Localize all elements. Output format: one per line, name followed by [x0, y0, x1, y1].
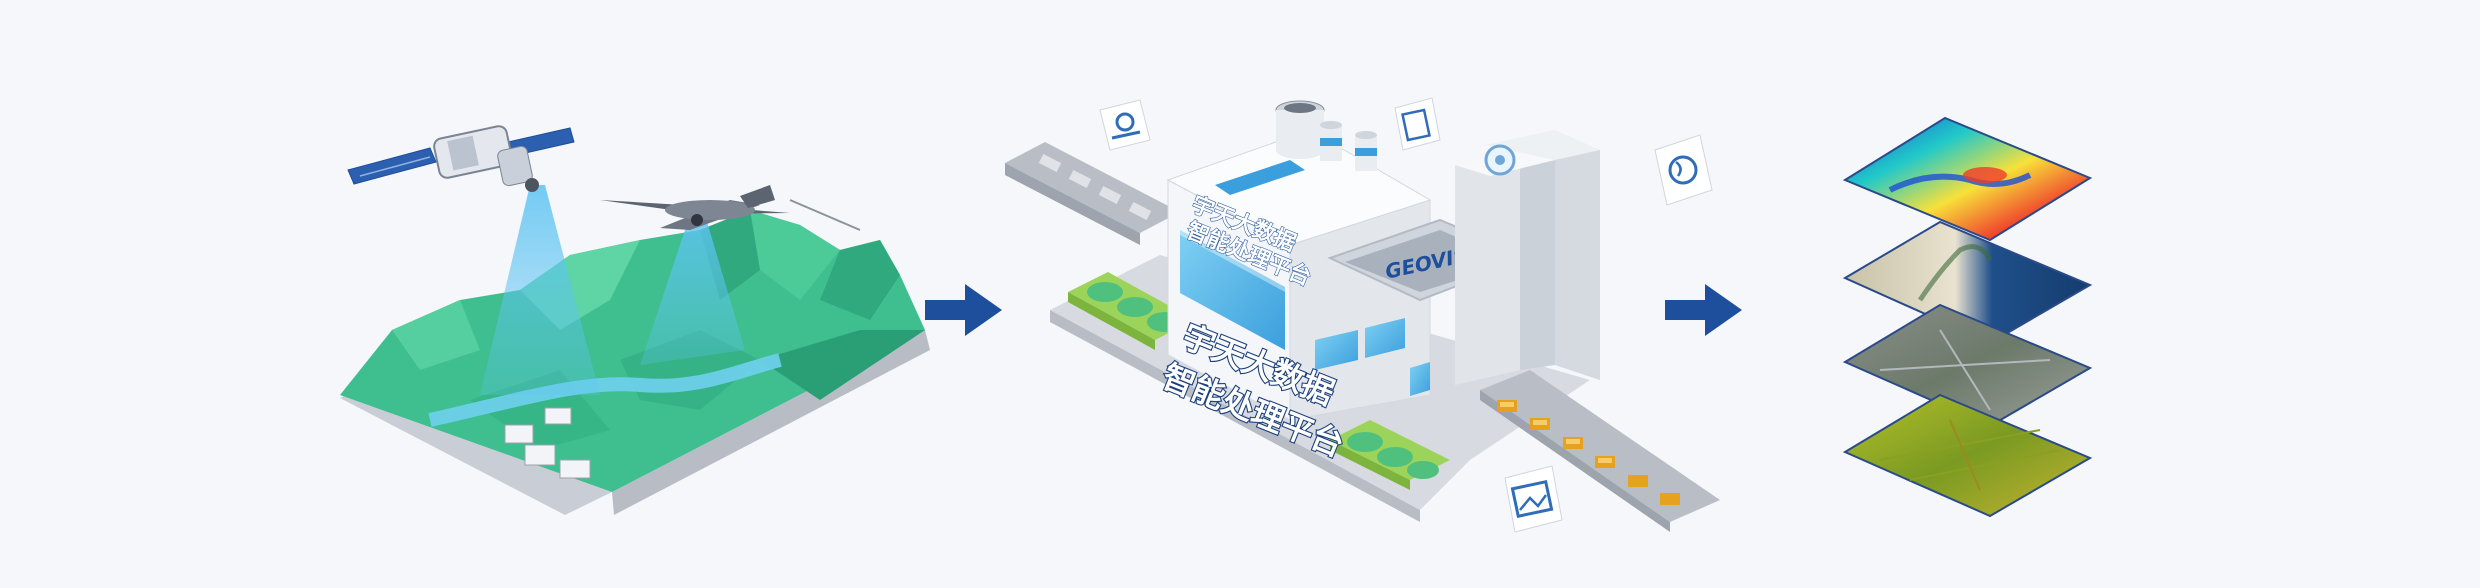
- processing-platform: GEOVIS 宇天大数据 智能处理平: [1005, 97, 1720, 533]
- gear-icon: [1484, 144, 1516, 176]
- chimneys: [1275, 100, 1377, 171]
- globe-icon: [1654, 134, 1713, 206]
- image-icon: [1504, 465, 1563, 533]
- green-planter-right: [1330, 420, 1450, 490]
- acquisition-section: [340, 125, 930, 515]
- side-tower: [1455, 130, 1600, 385]
- satellite-icon: [347, 125, 575, 192]
- flow-arrow-2: [1665, 284, 1742, 336]
- satellite-beam: [480, 185, 600, 395]
- output-layers: [1842, 116, 2093, 518]
- map-pin-icon: [1099, 99, 1151, 151]
- building-roof: [1166, 129, 1432, 246]
- terrain: [340, 210, 930, 515]
- green-planter-left: [1068, 272, 1195, 350]
- flow-arrow-1: [925, 284, 1002, 336]
- layer-farmland: [1842, 393, 2093, 518]
- conveyor-out: [1480, 370, 1720, 532]
- drone-icon: [600, 185, 861, 231]
- document-icon: [1394, 97, 1441, 151]
- drone-beam: [640, 215, 745, 365]
- conveyor-in: [1005, 142, 1180, 245]
- layer-heatmap: [1842, 116, 2093, 242]
- village: [504, 407, 591, 479]
